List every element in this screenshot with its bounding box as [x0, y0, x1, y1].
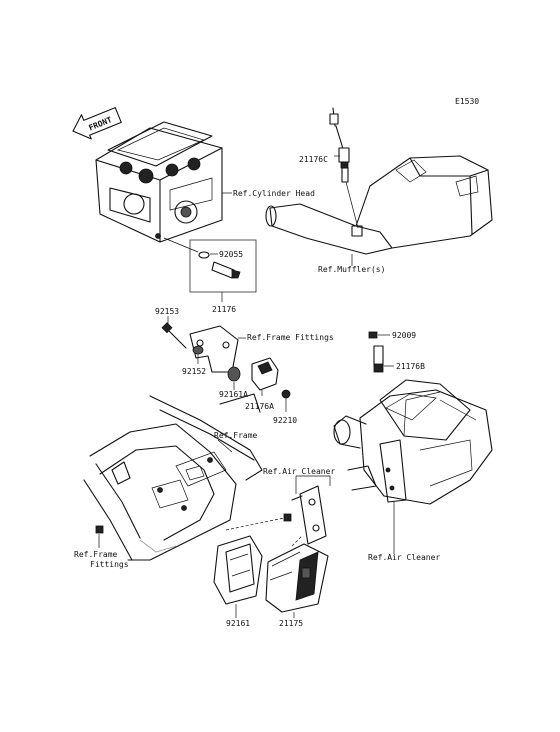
label-21176c: 21176C — [299, 155, 328, 164]
muffler — [265, 155, 493, 255]
label-21176b: 21176B — [396, 362, 425, 371]
air-cleaner-bracket — [283, 485, 327, 545]
label-21176: 21176 — [212, 305, 236, 314]
diagram-code: E1530 — [455, 97, 479, 106]
frame — [83, 393, 263, 561]
sensor-21176-box — [163, 237, 257, 302]
label-ref-frame-fittings-left-2: Fittings — [90, 560, 129, 569]
bolt-92009 — [368, 331, 390, 339]
label-ref-frame: Ref.Frame — [214, 431, 258, 440]
label-92161a: 92161A — [219, 390, 248, 399]
front-arrow-icon: FRONT — [72, 107, 122, 140]
label-ref-mufflers: Ref.Muffler(s) — [318, 265, 385, 274]
cylinder-head — [95, 121, 223, 243]
label-92009: 92009 — [392, 331, 416, 340]
bolt-left — [95, 525, 104, 548]
label-ref-frame-fittings-left-1: Ref.Frame — [74, 550, 118, 559]
ecu-21175 — [265, 543, 329, 613]
label-ref-frame-fittings-top: Ref.Frame Fittings — [247, 333, 334, 342]
label-ref-cylinder-head: Ref.Cylinder Head — [233, 189, 315, 198]
label-ref-air-cleaner-right: Ref.Air Cleaner — [368, 553, 440, 562]
sensor-21176c — [329, 107, 359, 229]
label-ref-air-cleaner-top: Ref.Air Cleaner — [263, 467, 335, 476]
label-92055: 92055 — [219, 250, 243, 259]
sensor-21176b — [373, 345, 394, 373]
label-92152: 92152 — [182, 367, 206, 376]
label-92161: 92161 — [226, 619, 250, 628]
label-92153: 92153 — [155, 307, 179, 316]
air-cleaner — [333, 379, 493, 505]
bolt-92153 — [161, 316, 187, 349]
sensor-21176a-assembly — [227, 357, 291, 412]
label-21175: 21175 — [279, 619, 303, 628]
grommet-92152 — [192, 345, 204, 364]
rubber-cover-92161 — [213, 535, 263, 605]
label-92210: 92210 — [273, 416, 297, 425]
label-21176a: 21176A — [245, 402, 274, 411]
